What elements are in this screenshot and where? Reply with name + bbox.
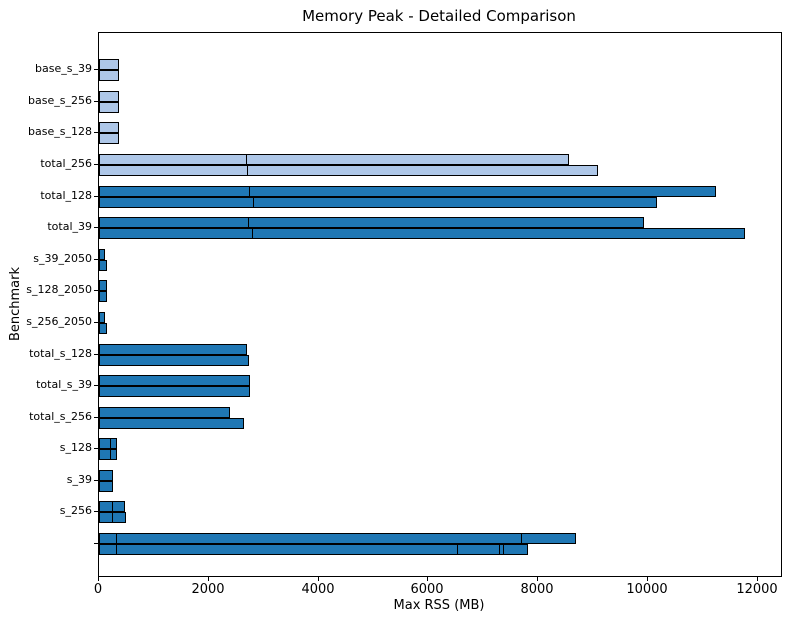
bar-total_39-lower [99,228,745,239]
bar-edge-marker [112,501,113,512]
y-tick-label: total_256 [40,157,92,170]
bar-total_s_128-lower [99,355,249,366]
x-tick [537,577,538,581]
bar-edge-marker [247,165,248,176]
y-tick [94,354,98,355]
bar-total_s_128-upper [99,344,247,355]
y-tick-label: s_128 [59,441,92,454]
bar-total_s_39-lower [99,386,250,397]
bar-total_256-upper [99,154,569,165]
y-tick-label: s_39_2050 [33,252,92,265]
bar-edge-marker [246,154,247,165]
y-tick-label: total_s_128 [29,347,92,360]
y-tick [94,227,98,228]
bar-s_128_2050-upper [99,280,107,291]
y-tick-label: base_s_256 [28,94,92,107]
y-tick [94,196,98,197]
y-tick-label: total_s_39 [36,378,92,391]
bar-s_128-upper [99,438,117,449]
bar-base_s_128-lower [99,133,119,144]
y-tick-label: s_39 [66,473,92,486]
bar-unlabeled-lower [99,544,528,555]
x-tick-label: 12000 [736,582,778,597]
chart-title: Memory Peak - Detailed Comparison [302,7,576,25]
bar-s_256_2050-upper [99,312,105,323]
bar-edge-marker [521,533,522,544]
bar-edge-marker [248,217,249,228]
bar-edge-marker [499,544,500,555]
x-tick-label: 4000 [301,582,335,597]
bar-edge-marker [116,544,117,555]
bar-edge-marker [252,228,253,239]
y-tick-label: s_256 [59,504,92,517]
x-tick [208,577,209,581]
y-tick [94,164,98,165]
bar-s_39_2050-lower [99,260,107,271]
bar-total_256-lower [99,165,598,176]
y-tick [94,101,98,102]
bar-total_s_256-upper [99,407,230,418]
y-tick-label: s_128_2050 [26,283,92,296]
plot-area [98,32,782,577]
bar-edge-marker [110,438,111,449]
bar-base_s_256-upper [99,91,119,102]
y-tick [94,322,98,323]
x-tick [647,577,648,581]
x-tick-label: 8000 [520,582,554,597]
y-tick-label: base_s_128 [28,125,92,138]
bar-edge-marker [249,186,250,197]
x-axis-label: Max RSS (MB) [393,598,485,613]
bar-s_39-lower [99,481,113,492]
x-tick [757,577,758,581]
y-tick [94,259,98,260]
y-tick [94,385,98,386]
x-tick-label: 0 [93,582,103,597]
x-tick-label: 10000 [626,582,668,597]
y-tick [94,448,98,449]
bar-edge-marker [116,533,117,544]
y-tick [94,511,98,512]
bar-edge-marker [253,197,254,208]
y-tick-label: s_256_2050 [26,315,92,328]
bar-base_s_39-upper [99,59,119,70]
bar-base_s_128-upper [99,122,119,133]
y-tick [94,543,98,544]
bar-unlabeled-upper [99,533,576,544]
bar-edge-marker [110,449,111,460]
y-tick-label: total_s_256 [29,410,92,423]
bar-base_s_39-lower [99,70,119,81]
x-tick-label: 2000 [191,582,225,597]
y-tick [94,132,98,133]
x-tick-label: 6000 [410,582,444,597]
bar-s_128-lower [99,449,117,460]
y-tick [94,417,98,418]
x-tick [427,577,428,581]
y-tick [94,290,98,291]
y-tick [94,480,98,481]
bar-total_128-upper [99,186,716,197]
bar-total_39-upper [99,217,644,228]
bar-s_128_2050-lower [99,291,107,302]
bar-edge-marker [457,544,458,555]
bar-total_s_39-upper [99,375,250,386]
bar-total_s_256-lower [99,418,244,429]
x-tick [98,577,99,581]
y-tick-label: base_s_39 [35,62,92,75]
y-tick-label: total_128 [40,189,92,202]
bar-s_39-upper [99,470,113,481]
bar-total_128-lower [99,197,657,208]
bar-edge-marker [503,544,504,555]
bar-edge-marker [112,512,113,523]
y-tick [94,69,98,70]
bar-base_s_256-lower [99,102,119,113]
y-tick-label: total_39 [47,220,92,233]
x-tick [318,577,319,581]
bar-s_256_2050-lower [99,323,107,334]
bar-s_39_2050-upper [99,249,105,260]
